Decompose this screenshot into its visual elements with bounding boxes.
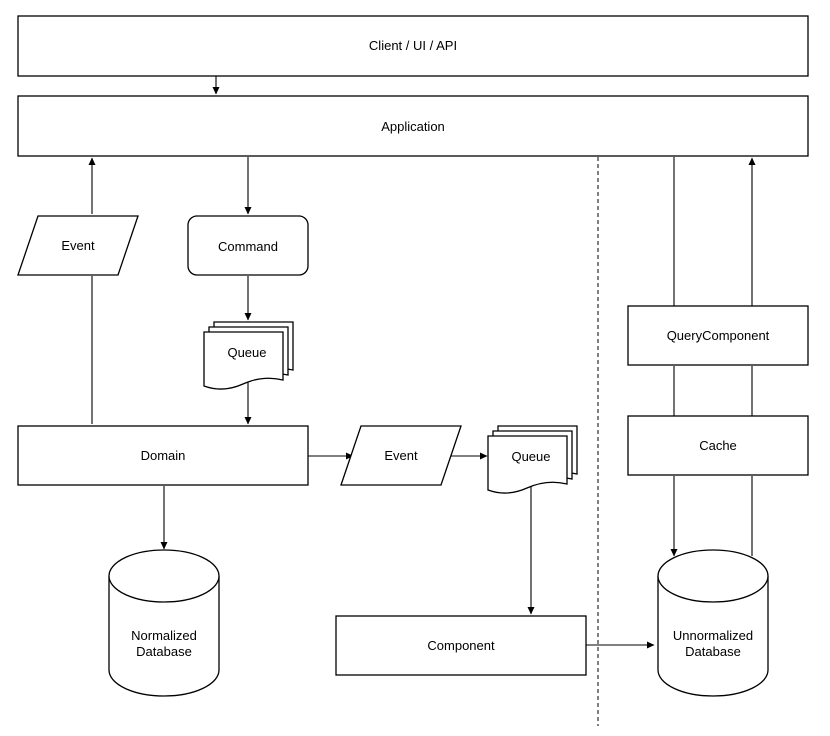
queue-mid-label: Queue: [511, 449, 550, 464]
event-mid-node[interactable]: Event: [340, 425, 462, 486]
domain-label: Domain: [141, 448, 186, 463]
application-node[interactable]: Application: [17, 95, 809, 157]
event-left-label: Event: [61, 238, 95, 253]
domain-node[interactable]: Domain: [17, 425, 309, 486]
cache-node[interactable]: Cache: [627, 415, 809, 476]
queue-top-node[interactable]: Queue: [203, 321, 294, 390]
unnormalized-database-node[interactable]: Unnormalized Database: [657, 549, 769, 697]
query-component-node[interactable]: QueryComponent: [627, 305, 809, 366]
query-component-label: QueryComponent: [667, 328, 770, 343]
event-mid-label: Event: [384, 448, 418, 463]
unnormalized-db-label-line2: Database: [685, 644, 741, 659]
component-label: Component: [427, 638, 495, 653]
client-label: Client / UI / API: [369, 38, 457, 53]
application-label: Application: [381, 119, 445, 134]
component-node[interactable]: Component: [335, 615, 587, 676]
unnormalized-db-label-line1: Unnormalized: [673, 628, 753, 643]
event-left-node[interactable]: Event: [17, 215, 139, 276]
edges: [88, 76, 756, 649]
queue-mid-node[interactable]: Queue: [487, 425, 578, 494]
command-label: Command: [218, 239, 278, 254]
normalized-database-node[interactable]: Normalized Database: [108, 549, 220, 697]
command-node[interactable]: Command: [187, 215, 309, 276]
queue-top-label: Queue: [227, 345, 266, 360]
normalized-db-label-line1: Normalized: [131, 628, 197, 643]
cache-label: Cache: [699, 438, 737, 453]
normalized-db-label-line2: Database: [136, 644, 192, 659]
client-node[interactable]: Client / UI / API: [17, 15, 809, 77]
